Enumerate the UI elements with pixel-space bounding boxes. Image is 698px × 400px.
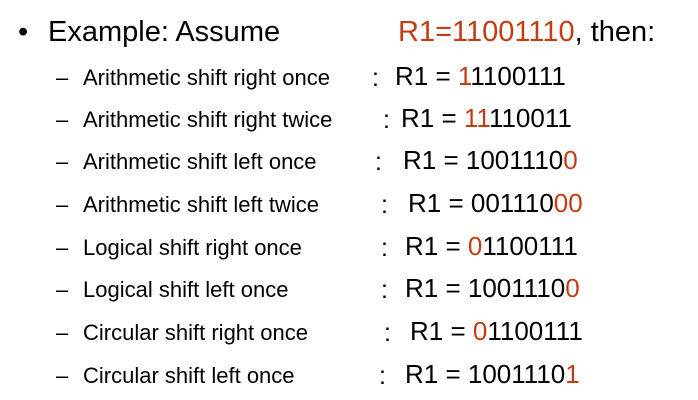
result-prefix: R1 = (401, 103, 464, 133)
operation-label: Arithmetic shift left twice (83, 192, 319, 217)
intro-bullet-line: • Example: Assume R1=11001110, then: (18, 14, 655, 50)
result-prefix: R1 = (403, 145, 466, 175)
result-unchanged-bits: 001110 (470, 188, 554, 218)
result-highlight-leading: 1 (457, 61, 471, 91)
result-highlight-trailing: 1 (565, 359, 580, 389)
result-highlight-leading: 0 (467, 231, 483, 261)
dash-marker: – (56, 235, 69, 260)
result-unchanged-bits: 110011 (488, 103, 572, 133)
result-highlight-leading: 11 (463, 103, 489, 133)
colon-separator: : (381, 191, 388, 219)
intro-assignment: R1=11001110 (398, 16, 575, 48)
dash-marker: – (56, 320, 69, 345)
result-value: R1 = 01100111 (410, 315, 583, 347)
dash-marker: – (56, 65, 69, 90)
bullet-marker: • (18, 16, 29, 48)
result-value: R1 = 10011100 (403, 144, 578, 176)
result-prefix: R1 = (405, 273, 468, 303)
result-unchanged-bits: 1100111 (470, 61, 566, 91)
result-highlight-trailing: 0 (563, 145, 578, 175)
result-prefix: R1 = (405, 231, 468, 261)
operation-label: Logical shift right once (83, 235, 302, 260)
result-unchanged-bits: 1100111 (487, 316, 583, 346)
result-prefix: R1 = (410, 316, 473, 346)
operation-label: Circular shift right once (83, 320, 308, 345)
colon-separator: : (383, 106, 390, 134)
dash-marker: – (56, 363, 69, 388)
result-prefix: R1 = (408, 188, 471, 218)
colon-separator: : (381, 276, 388, 304)
operation-label: Arithmetic shift right twice (83, 107, 333, 132)
result-prefix: R1 = (395, 61, 458, 91)
colon-separator: : (381, 234, 388, 262)
dash-marker: – (56, 107, 69, 132)
intro-suffix: , then: (574, 16, 656, 48)
dash-marker: – (56, 192, 69, 217)
operation-label: Logical shift left once (83, 277, 289, 302)
result-value: R1 = 00111000 (408, 187, 583, 219)
result-highlight-trailing: 00 (553, 188, 583, 218)
colon-separator: : (379, 362, 386, 390)
result-value: R1 = 11110011 (401, 102, 572, 134)
result-unchanged-bits: 1001110 (467, 359, 566, 389)
result-highlight-trailing: 0 (565, 273, 580, 303)
result-unchanged-bits: 1100111 (482, 231, 578, 261)
dash-marker: – (56, 277, 69, 302)
operation-label: Arithmetic shift left once (83, 149, 317, 174)
result-unchanged-bits: 1001110 (467, 273, 566, 303)
result-value: R1 = 11100111 (395, 60, 566, 92)
colon-separator: : (375, 148, 382, 176)
operation-label: Arithmetic shift right once (83, 65, 330, 90)
colon-separator: : (384, 319, 391, 347)
intro-label: Example: Assume (48, 16, 281, 48)
operation-label: Circular shift left once (83, 363, 295, 388)
dash-marker: – (56, 149, 69, 174)
result-highlight-leading: 0 (472, 316, 488, 346)
result-value: R1 = 10011101 (405, 358, 580, 390)
result-value: R1 = 01100111 (405, 230, 578, 262)
colon-separator: : (372, 64, 379, 92)
result-unchanged-bits: 1001110 (465, 145, 564, 175)
result-prefix: R1 = (405, 359, 468, 389)
result-value: R1 = 10011100 (405, 272, 580, 304)
